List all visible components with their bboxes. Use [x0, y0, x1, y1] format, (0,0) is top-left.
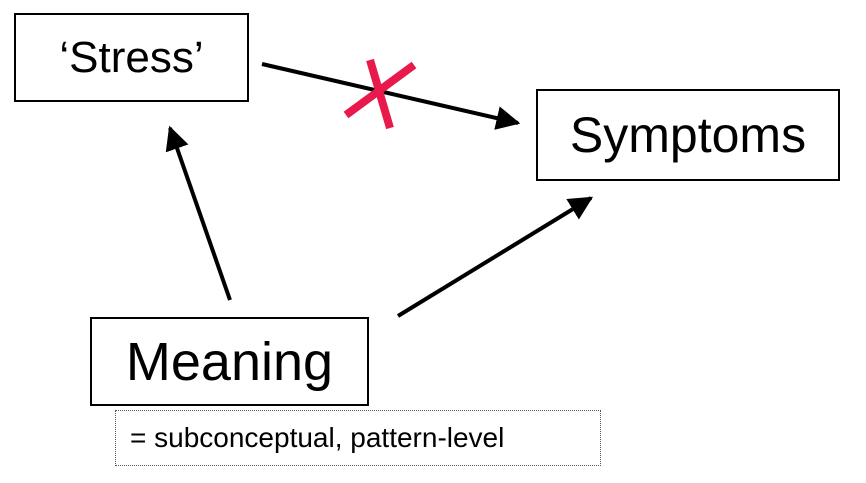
meaning-annotation-text: = subconceptual, pattern-level [130, 422, 505, 453]
red-x-cross-icon [343, 58, 417, 130]
node-meaning-label: Meaning [125, 331, 334, 392]
node-stress-label: ‘Stress’ [59, 32, 204, 82]
arrow-stress-to-symptoms [261, 62, 521, 130]
arrow-meaning-to-symptoms [396, 196, 594, 318]
node-meaning: Meaning [90, 317, 369, 406]
node-symptoms: Symptoms [536, 89, 840, 181]
meaning-annotation: = subconceptual, pattern-level [115, 410, 601, 466]
arrow-meaning-to-stress [165, 125, 232, 301]
node-stress: ‘Stress’ [14, 13, 249, 102]
node-symptoms-label: Symptoms [569, 107, 807, 163]
